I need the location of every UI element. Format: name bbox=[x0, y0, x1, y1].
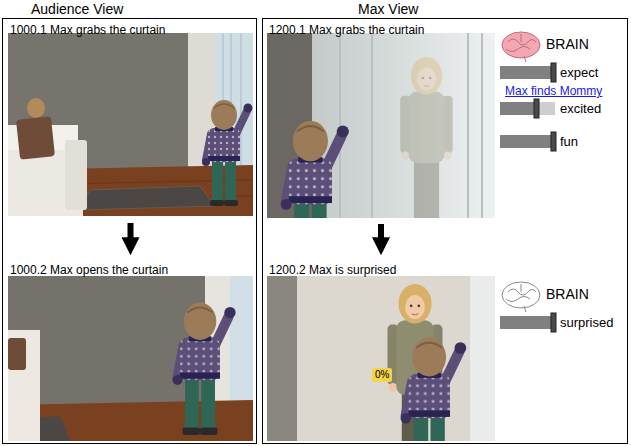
flow-arrow bbox=[128, 223, 134, 239]
emotion-label: fun bbox=[560, 134, 578, 149]
scene-audience-1-part bbox=[65, 140, 87, 210]
scene-audience-2 bbox=[8, 276, 253, 441]
flow-arrow bbox=[378, 224, 384, 239]
scene-max-1-part bbox=[281, 121, 349, 218]
scene-audience-1-part bbox=[16, 116, 55, 159]
emotion-label: expect bbox=[560, 65, 598, 80]
emotion-bar-part bbox=[500, 316, 555, 329]
panel-heading: Max View bbox=[358, 1, 418, 17]
scene-max-2 bbox=[267, 276, 495, 441]
scene-max-1 bbox=[267, 33, 495, 218]
view-panel: 1200.1 Max grabs the curtain 1200.2 Max i… bbox=[262, 18, 628, 444]
scene-audience-1-part bbox=[8, 33, 253, 216]
brain-heading: BRAIN bbox=[546, 36, 589, 52]
scene-audience-1-part bbox=[202, 100, 253, 206]
emotion-bar-part bbox=[551, 313, 556, 332]
scene-max-2-part bbox=[267, 276, 297, 441]
scene-max-2-part bbox=[401, 338, 467, 441]
emotion-label: surprised bbox=[560, 315, 613, 330]
emotion-bar-part bbox=[500, 102, 555, 115]
brain-icon bbox=[502, 282, 540, 312]
brain-heading: BRAIN bbox=[546, 286, 589, 302]
emotion-bar-part bbox=[551, 63, 556, 82]
emotion-bar-part bbox=[551, 132, 556, 151]
frame-caption: 1000.2 Max opens the curtain bbox=[8, 264, 168, 277]
brain-icon bbox=[502, 32, 540, 62]
view-panel: 1000.1 Max grabs the curtain 1000.2 Max o… bbox=[2, 18, 257, 444]
brain-icon-part bbox=[506, 284, 536, 312]
scene-frame: 1200.1 Max grabs the curtain bbox=[267, 20, 495, 219]
frame-caption: 1000.1 Max grabs the curtain bbox=[8, 24, 165, 37]
scene-frame: 1200.2 Max is surprised bbox=[267, 260, 495, 442]
scene-audience-2-part bbox=[8, 338, 26, 370]
scene-audience-2-part bbox=[8, 276, 253, 441]
scene-max-1-part bbox=[400, 57, 453, 218]
scene-frame: 1000.1 Max grabs the curtain bbox=[8, 20, 253, 218]
panel-heading: Audience View bbox=[31, 1, 123, 17]
scene-audience-2-part bbox=[173, 303, 236, 436]
emotion-bar-part bbox=[534, 99, 539, 118]
emotion-bar-part bbox=[500, 135, 555, 148]
scene-frame: 1000.2 Max opens the curtain bbox=[8, 260, 253, 442]
scene-audience-1-part bbox=[27, 98, 45, 118]
frame-caption: 1200.2 Max is surprised bbox=[267, 264, 396, 277]
emotion-label: excited bbox=[560, 101, 601, 116]
percent-tag: 0% bbox=[372, 368, 392, 382]
brain-icon-part bbox=[506, 34, 536, 62]
emotion-bar-part bbox=[500, 102, 536, 115]
emotion-bar-part bbox=[500, 66, 555, 79]
scene-audience-1 bbox=[8, 33, 253, 216]
goal-link: Max finds Mommy bbox=[505, 84, 602, 98]
scene-audience-2-part bbox=[8, 330, 40, 441]
frame-caption: 1200.1 Max grabs the curtain bbox=[267, 24, 424, 37]
scene-audience-2-part bbox=[8, 400, 253, 441]
scene-max-2-part bbox=[470, 276, 495, 441]
scene-audience-1-part bbox=[80, 186, 215, 210]
